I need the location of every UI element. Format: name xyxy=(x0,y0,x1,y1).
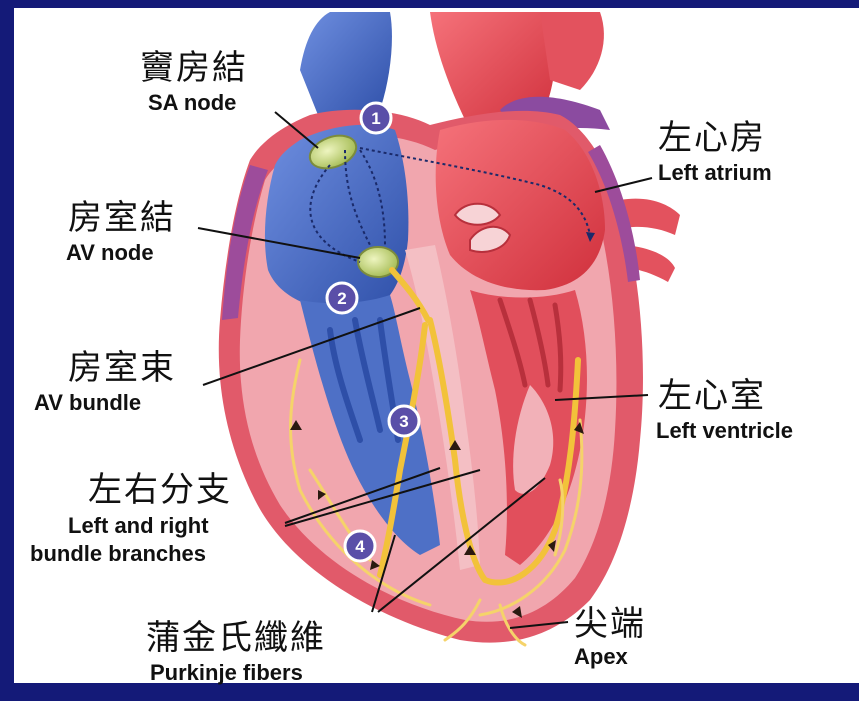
bundle-branches-label-en-2: bundle branches xyxy=(30,541,206,567)
apex-label-zh: 尖端 xyxy=(574,596,646,645)
left-atrium-label-en: Left atrium xyxy=(658,160,772,186)
av-bundle-label-zh: 房室束 xyxy=(68,340,176,389)
purkinje-label-zh: 蒲金氏纖維 xyxy=(146,610,326,659)
left-atrium-label-zh: 左心房 xyxy=(658,110,766,159)
av-node-label-en: AV node xyxy=(66,240,154,266)
purkinje-label-en: Purkinje fibers xyxy=(150,660,303,686)
step-badge-1: 1 xyxy=(361,103,391,133)
av-node-label-zh: 房室結 xyxy=(68,190,176,239)
apex-label-en: Apex xyxy=(574,644,628,670)
left-ventricle-label-zh: 左心室 xyxy=(658,368,766,417)
av-bundle-label-en: AV bundle xyxy=(34,390,141,416)
step-2-number: 2 xyxy=(337,289,346,308)
step-badge-2: 2 xyxy=(327,283,357,313)
step-4-number: 4 xyxy=(355,537,365,556)
aortic-valve xyxy=(455,204,500,225)
step-1-number: 1 xyxy=(371,109,380,128)
bundle-branches-label-en-1: Left and right xyxy=(68,513,209,539)
step-badge-3: 3 xyxy=(389,406,419,436)
step-badge-4: 4 xyxy=(345,531,375,561)
left-ventricle-label-en: Left ventricle xyxy=(656,418,793,444)
left-atrium xyxy=(436,120,605,290)
sa-node-label-zh: 竇房結 xyxy=(140,40,248,89)
bundle-branches-label-zh: 左右分支 xyxy=(88,462,232,511)
step-3-number: 3 xyxy=(399,412,408,431)
sa-node-label-en: SA node xyxy=(148,90,236,116)
